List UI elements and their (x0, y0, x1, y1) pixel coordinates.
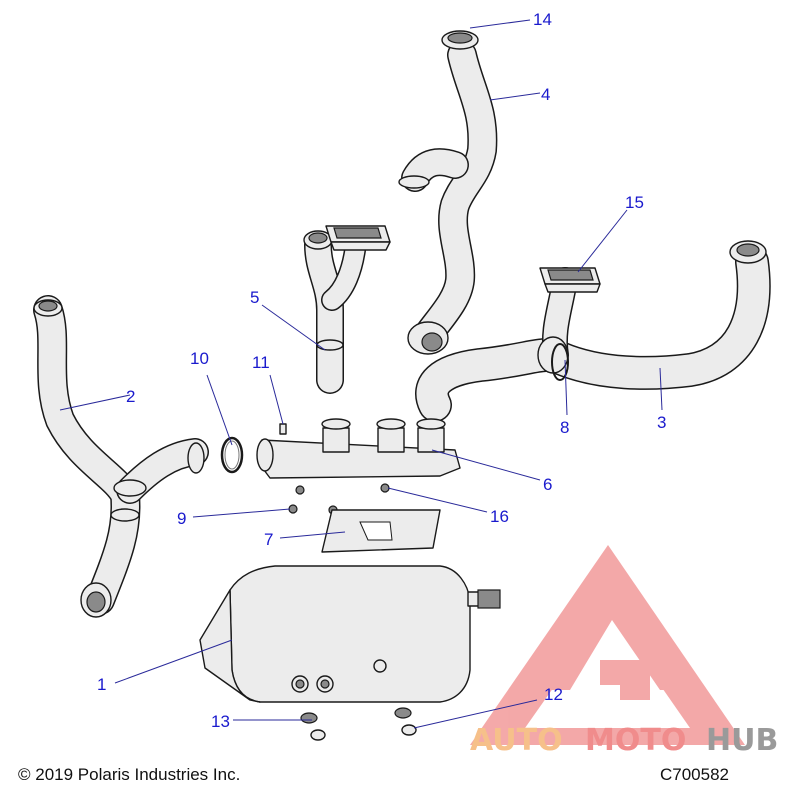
callout-6: 6 (543, 475, 552, 494)
clamp-part-8 (551, 343, 569, 381)
duct-part-4 (398, 30, 498, 355)
callout-8: 8 (560, 418, 569, 437)
copyright-text: © 2019 Polaris Industries Inc. (18, 765, 241, 784)
nuts-part-12-13 (300, 707, 417, 741)
watermark-auto: AUTO (470, 723, 563, 758)
callout-9: 9 (177, 509, 186, 528)
body-part-1 (199, 565, 501, 703)
duct-part-5 (303, 225, 391, 394)
diagram-code: C700582 (660, 765, 730, 784)
callout-15: 15 (625, 193, 644, 212)
callout-14: 14 (533, 10, 552, 29)
clamp-part-10 (220, 436, 244, 474)
callout-10: 10 (190, 349, 209, 368)
callout-16: 16 (490, 507, 509, 526)
callout-11: 11 (252, 353, 270, 372)
callout-5: 5 (250, 288, 259, 307)
callout-2: 2 (126, 387, 135, 406)
watermark-logo (470, 545, 745, 745)
leader-lines (59, 19, 663, 729)
callout-12: 12 (544, 685, 563, 704)
plate-part-7 (321, 509, 441, 553)
watermark-moto: MOTO (585, 723, 686, 758)
duct-part-2 (33, 295, 209, 618)
callout-7: 7 (264, 530, 273, 549)
callout-4: 4 (541, 85, 550, 104)
screw-part-11 (279, 423, 287, 435)
callout-3: 3 (657, 413, 666, 432)
intake-part-15 (539, 267, 601, 293)
duct-part-3 (415, 240, 771, 422)
callout-1: 1 (97, 675, 106, 694)
callout-13: 13 (211, 712, 230, 731)
manifold-part-6 (256, 418, 461, 479)
watermark-text: AUTO MOTO HUB (470, 723, 778, 758)
callout-labels: 1 2 3 4 5 6 7 8 9 10 11 12 13 14 15 16 (97, 10, 666, 731)
watermark-hub: HUB (706, 723, 778, 758)
